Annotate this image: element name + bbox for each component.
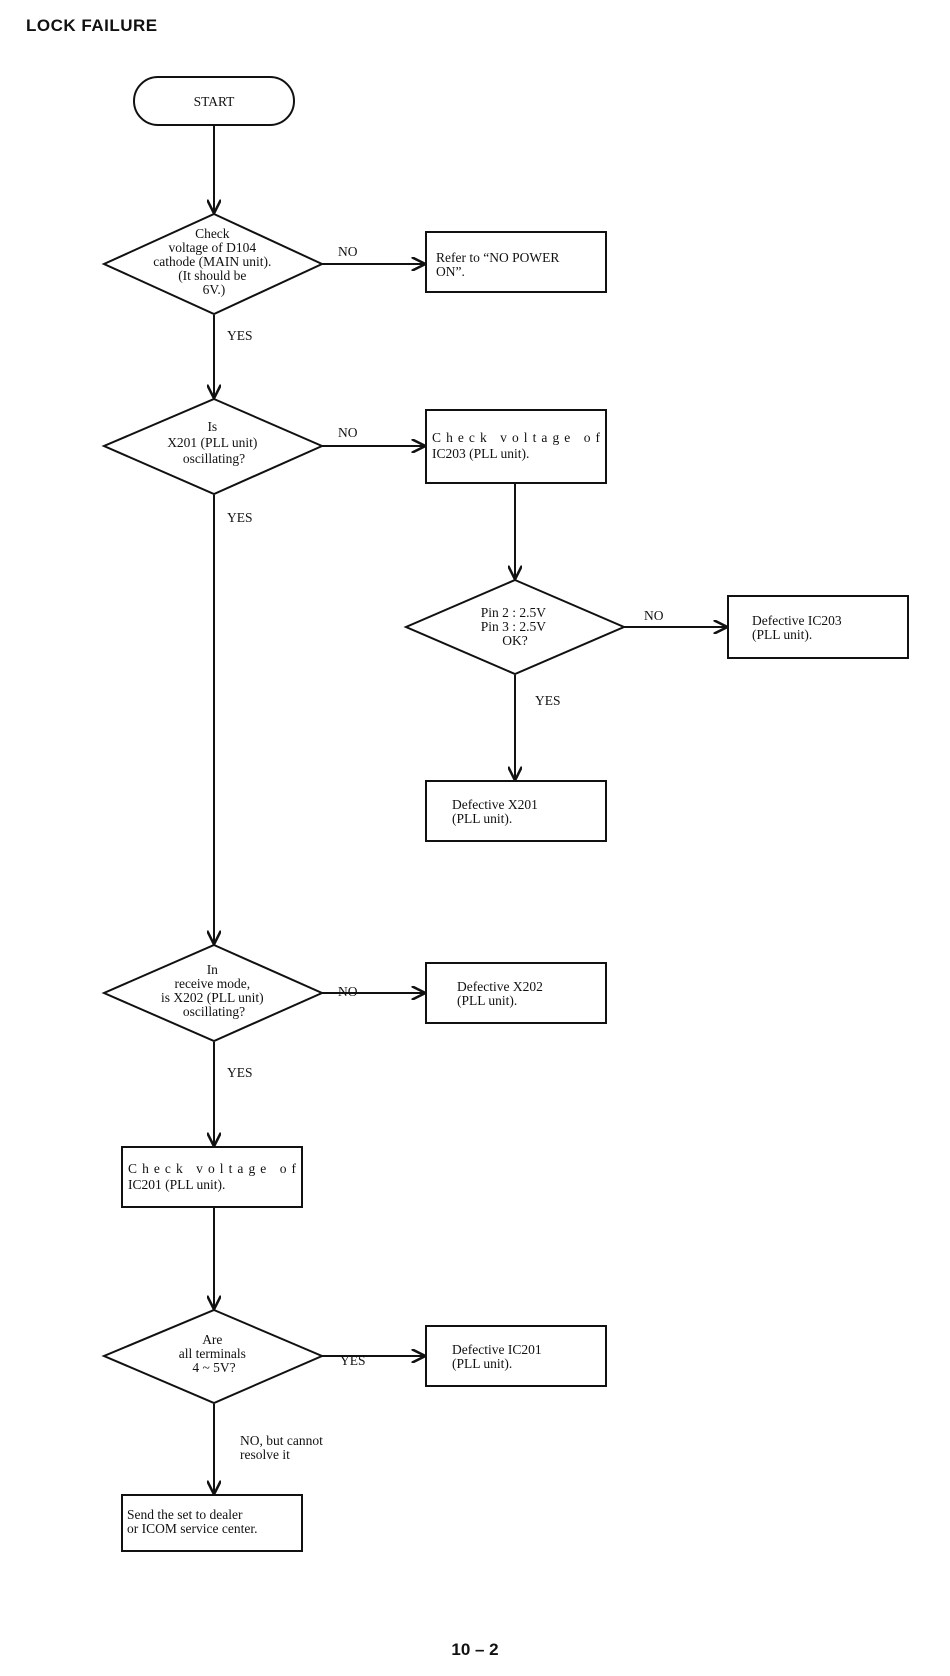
edge-label-d5-no: NO, but cannot resolve it bbox=[240, 1433, 326, 1462]
edge-label-d1-no: NO bbox=[338, 244, 358, 259]
page-title: LOCK FAILURE bbox=[26, 16, 158, 35]
decision-x202-text: In receive mode, is X202 (PLL unit) osci… bbox=[161, 962, 267, 1019]
process-defective-x201-text: Defective X201 (PLL unit). bbox=[452, 797, 541, 826]
edge-label-d4-no: NO bbox=[338, 984, 358, 999]
edge-label-d2-yes: YES bbox=[227, 510, 253, 525]
decision-x201-oscillating bbox=[101, 397, 325, 496]
process-no-power bbox=[425, 231, 607, 293]
process-defective-ic203 bbox=[727, 595, 909, 659]
process-send-to-service-text: Send the set to dealer or ICOM service c… bbox=[127, 1507, 257, 1536]
edge-label-d1-yes: YES bbox=[227, 328, 253, 343]
decision-all-terminals-text: Are all terminals 4 ~ 5V? bbox=[179, 1332, 249, 1375]
start-label: START bbox=[194, 94, 236, 109]
process-check-ic201-text: Check voltage of IC201 (PLL unit). bbox=[128, 1161, 304, 1192]
decision-all-terminals bbox=[101, 1308, 325, 1405]
page-number: 10 – 2 bbox=[451, 1640, 499, 1659]
edge-label-d3-yes: YES bbox=[535, 693, 561, 708]
edge-label-d4-yes: YES bbox=[227, 1065, 253, 1080]
decision-pin-voltages bbox=[403, 578, 627, 676]
process-defective-x201 bbox=[425, 780, 607, 842]
edge-label-d2-no: NO bbox=[338, 425, 358, 440]
connectors bbox=[214, 126, 726, 1493]
decision-x201-text: Is X201 (PLL unit) oscillating? bbox=[167, 419, 261, 466]
decision-d104-text: Check voltage of D104 cathode (MAIN unit… bbox=[153, 226, 274, 297]
process-defective-x202-text: Defective X202 (PLL unit). bbox=[457, 979, 546, 1008]
decision-d104-voltage bbox=[101, 212, 325, 316]
decision-pin-text: Pin 2 : 2.5V Pin 3 : 2.5V OK? bbox=[481, 605, 549, 648]
process-defective-ic201 bbox=[425, 1325, 607, 1387]
process-check-ic203-text: Check voltage of IC203 (PLL unit). bbox=[432, 430, 608, 461]
edge-label-d5-yes: YES bbox=[340, 1353, 366, 1368]
process-no-power-text: Refer to “NO POWER ON”. bbox=[436, 250, 563, 279]
process-send-to-service bbox=[121, 1494, 303, 1552]
process-defective-x202 bbox=[425, 962, 607, 1024]
start-terminal bbox=[133, 76, 295, 126]
process-defective-ic203-text: Defective IC203 (PLL unit). bbox=[752, 613, 845, 642]
process-check-ic201 bbox=[121, 1146, 303, 1208]
process-defective-ic201-text: Defective IC201 (PLL unit). bbox=[452, 1342, 545, 1371]
edge-label-d3-no: NO bbox=[644, 608, 664, 623]
process-check-ic203 bbox=[425, 409, 607, 484]
decision-x202-oscillating bbox=[101, 943, 325, 1043]
